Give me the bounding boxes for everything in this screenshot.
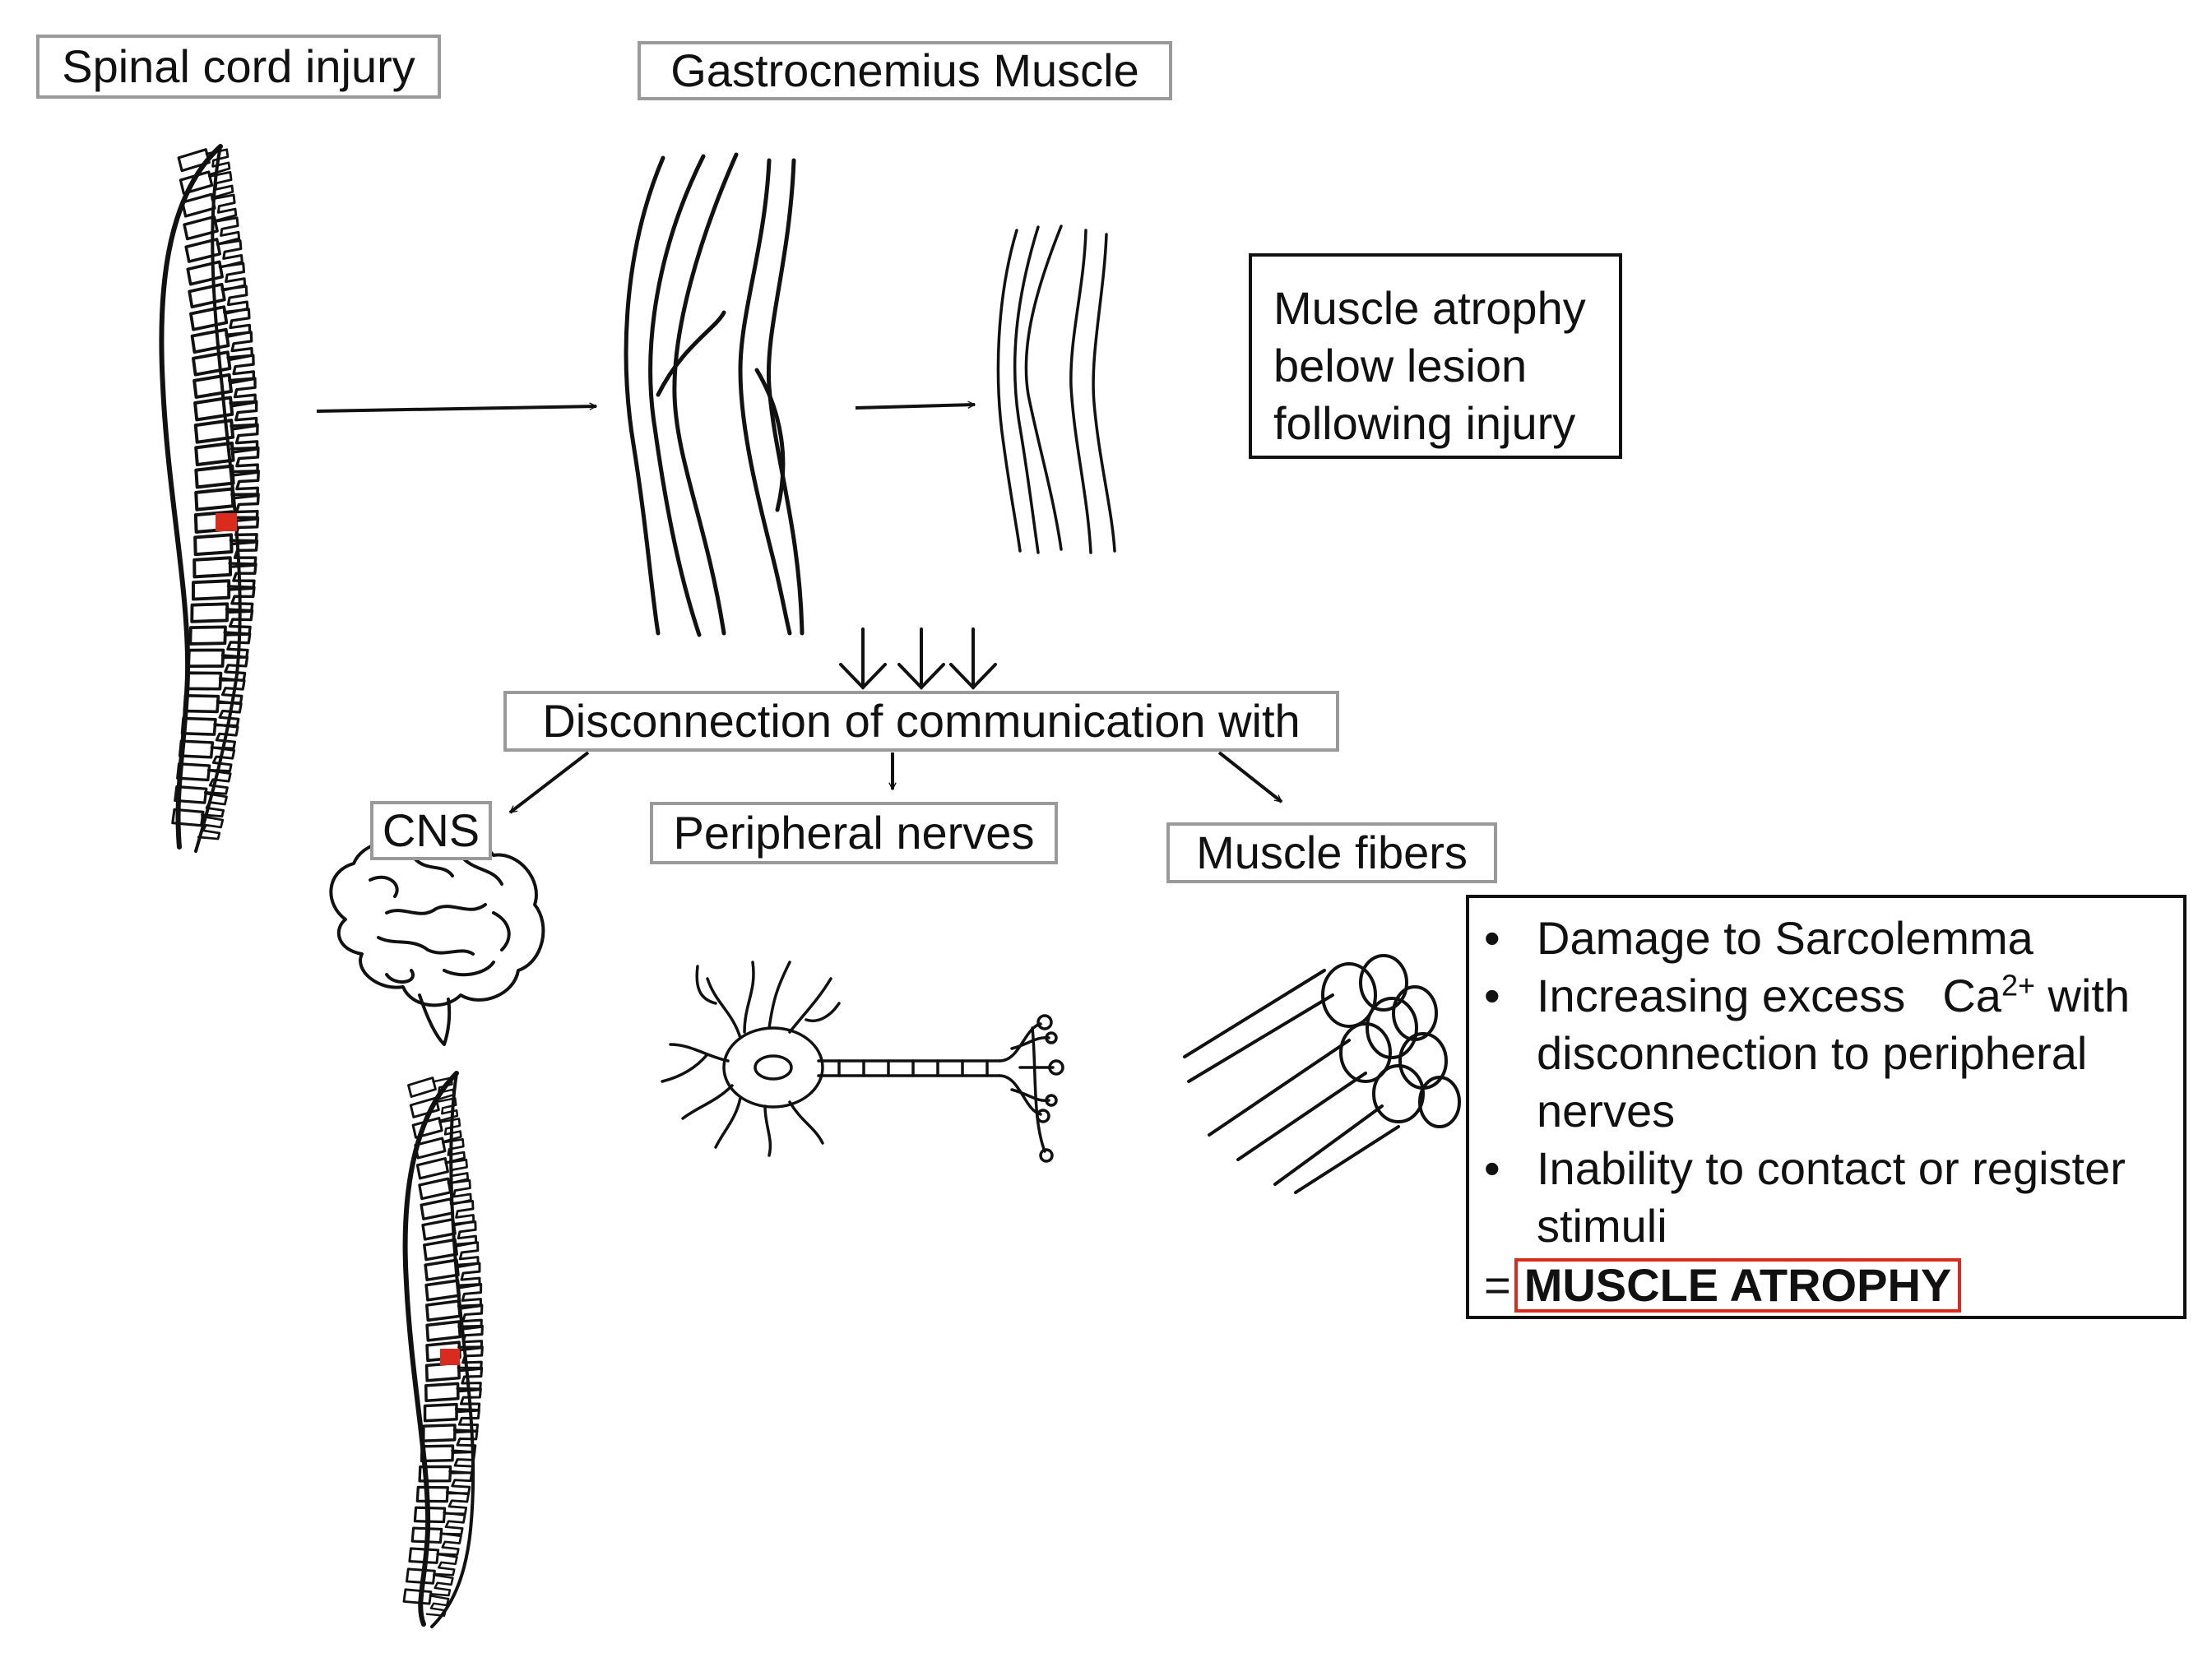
bullet-icon: • (1484, 1142, 1500, 1194)
equals-sign: = (1484, 1259, 1511, 1311)
muscle-illustration (624, 152, 805, 637)
summary-item-sarcolemma-text: Damage to Sarcolemma (1537, 912, 2033, 964)
vertebra (187, 598, 255, 640)
neuron-icon (661, 961, 1064, 1163)
vertebra (405, 1543, 459, 1580)
arrow-spine-to-muscle (316, 406, 596, 413)
summary-conclusion: = MUSCLE ATROPHY (1469, 1257, 2175, 1314)
arrow-to-muscle-fibers (1217, 751, 1283, 803)
label-peripheral-nerves-text: Peripheral nerves (673, 807, 1035, 859)
lesion-marker (216, 513, 237, 531)
arrow-to-cns (508, 751, 590, 814)
atrophied-muscle-illustration (996, 225, 1116, 554)
downward-arrows (839, 627, 997, 690)
summary-item-stimuli: • Inability to contact or register stimu… (1469, 1140, 2175, 1255)
label-peripheral-nerves: Peripheral nerves (650, 802, 1058, 864)
muscle-atrophy-box: Muscle atrophy below lesion following in… (1249, 253, 1622, 459)
label-gastrocnemius-muscle-text: Gastrocnemius Muscle (670, 44, 1139, 96)
vertebra (402, 1563, 455, 1600)
spine-illustration-lower (400, 1071, 485, 1628)
summary-box: • Damage to Sarcolemma • Increasing exce… (1466, 895, 2186, 1319)
lesion-marker-lower (440, 1349, 460, 1365)
label-muscle-fibers: Muscle fibers (1166, 822, 1497, 883)
spine-illustration (159, 144, 258, 853)
vertebra (419, 1419, 480, 1457)
label-cns-text: CNS (382, 804, 480, 856)
muscle-atrophy-line3: following injury (1273, 397, 1576, 449)
muscle-atrophy-conclusion: MUSCLE ATROPHY (1514, 1258, 1962, 1313)
label-gastrocnemius-muscle: Gastrocnemius Muscle (638, 41, 1172, 100)
summary-item-calcium-pre: Increasing excess (1537, 970, 1906, 1021)
label-disconnection: Disconnection of communication with (503, 691, 1339, 752)
summary-item-calcium: • Increasing excess Ca2+ with disconnect… (1469, 967, 2175, 1140)
muscle-fiber-bundle-icon (1183, 954, 1461, 1194)
summary-item-sarcolemma: • Damage to Sarcolemma (1469, 910, 2175, 967)
label-spinal-cord-injury: Spinal cord injury (36, 35, 441, 99)
bullet-icon: • (1484, 970, 1500, 1021)
calcium-ion: Ca2+ (1942, 970, 2035, 1021)
summary-item-calcium-post: with disconnection to peripheral nerves (1537, 970, 2131, 1137)
muscle-atrophy-line2: below lesion (1273, 340, 1528, 391)
vertebra (408, 1522, 463, 1559)
summary-item-stimuli-text: Inability to contact or register stimuli (1537, 1142, 2126, 1252)
summary-list: • Damage to Sarcolemma • Increasing exce… (1469, 910, 2175, 1255)
calcium-ion-charge: 2+ (2001, 968, 2035, 1002)
muscle-atrophy-line1: Muscle atrophy (1273, 282, 1586, 334)
label-cns: CNS (370, 801, 492, 860)
brain-icon (329, 835, 545, 1046)
arrow-to-atrophy (855, 405, 975, 410)
calcium-ion-symbol: Ca (1942, 970, 2001, 1021)
label-disconnection-text: Disconnection of communication with (542, 695, 1301, 747)
vertebra (410, 1502, 467, 1539)
vertebra (413, 1481, 471, 1519)
bullet-icon: • (1484, 912, 1500, 964)
label-spinal-cord-injury-text: Spinal cord injury (62, 40, 415, 92)
label-muscle-fibers-text: Muscle fibers (1196, 826, 1468, 878)
